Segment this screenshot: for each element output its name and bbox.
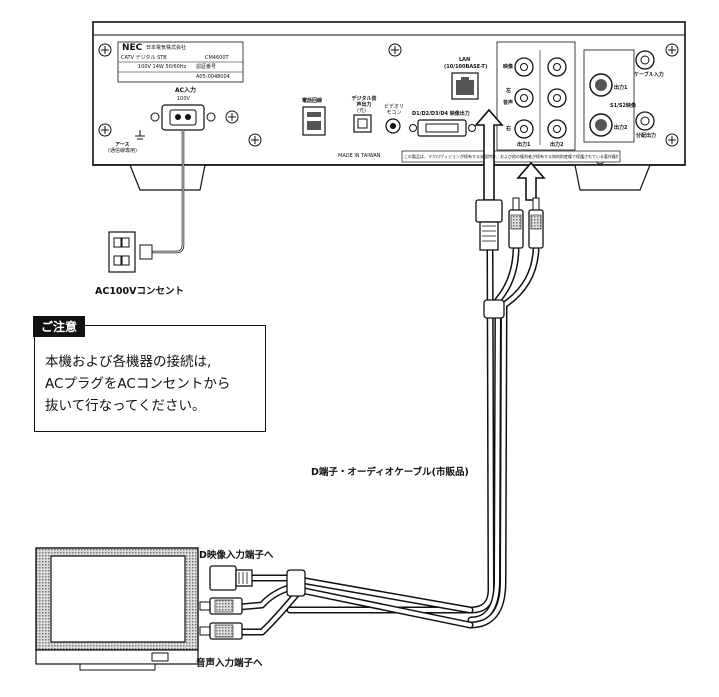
cable-clamp: [286, 569, 306, 597]
screw-icon: [388, 43, 402, 57]
lan-port: [451, 72, 479, 100]
maker-label: 日本電気株式会社: [146, 45, 187, 51]
ac-in-voltage: 100V: [177, 96, 190, 102]
caution-text: 本機および各機器の接続は, ACプラグをACコンセントから 抜いて行なってくださ…: [45, 351, 230, 417]
s-video-label: S1/S2映像: [610, 103, 636, 109]
model-label: CM4600T: [205, 55, 229, 61]
cable-label: D端子・オーディオケーブル(市販品): [311, 467, 469, 478]
rca-plug-left: [508, 197, 524, 249]
ac-inlet: [150, 104, 216, 131]
screw-icon: [665, 133, 679, 147]
phone-label: 電話回線: [302, 98, 323, 104]
d-input-label: D映像入力端子へ: [199, 550, 274, 561]
caution-title: ご注意: [33, 316, 86, 337]
av-output-jacks: [514, 50, 567, 145]
out2-label: 出力2: [550, 142, 564, 148]
screw-icon: [98, 43, 112, 57]
screw-icon: [248, 133, 262, 147]
brand-logo: NEC: [122, 43, 143, 53]
rca-plug-right: [199, 622, 243, 640]
wall-outlet: [108, 231, 136, 273]
d-terminal-label: D1/D2/D3/D4 映像出力: [412, 111, 470, 117]
power-cord: [139, 130, 185, 260]
insert-arrow: [516, 161, 546, 201]
caution-line: 本機および各機器の接続は,: [45, 354, 212, 370]
video-label: 映像: [503, 64, 514, 70]
rca-plug-right: [528, 197, 544, 249]
split-out-label: 分配出力: [636, 133, 657, 139]
screw-icon: [225, 110, 239, 124]
audio-label: 音声: [503, 100, 514, 106]
d-terminal-plug: [475, 199, 503, 251]
lan-label: LAN: [459, 57, 471, 63]
caution-box: ご注意 本機および各機器の接続は, ACプラグをACコンセントから 抜いて行なっ…: [33, 316, 266, 432]
s-video-jacks: [589, 73, 613, 137]
ground-icon: [135, 130, 145, 140]
stb-rear-panel: [92, 21, 686, 191]
product-label: CATV デジタル STB: [121, 55, 167, 61]
cert-number: A05-0048004: [196, 74, 230, 80]
cert-label: 認証番号: [196, 64, 217, 70]
screw-icon: [98, 123, 112, 137]
right-label: 右: [506, 126, 512, 132]
digital-audio-sub: (光): [357, 108, 366, 114]
tv-icon: [35, 547, 199, 671]
ac-in-label: AC入力: [175, 87, 197, 94]
digital-audio-label: デジタル音声出力: [351, 96, 377, 108]
notice-text: この製品は、マクロヴィジョンが保有する米国特許、および他の権利者が保有する知的財…: [404, 154, 618, 159]
audio-input-label: 音声入力端子へ: [196, 658, 263, 669]
caution-line: 抜いて行なってください。: [45, 398, 206, 414]
caution-line: ACプラグをACコンセントから: [45, 376, 231, 392]
optical-audio-jack: [353, 114, 372, 133]
d-terminal-plug: [209, 565, 253, 591]
s-out2-label: 出力2: [614, 125, 628, 131]
out1-label: 出力1: [517, 142, 531, 148]
power-spec-label: 100V 14W 50/60Hz: [138, 64, 187, 70]
insert-arrow: [474, 108, 504, 201]
made-in-label: MADE IN TAIWAN: [338, 153, 381, 159]
video-remote-label: ビデオリモコン: [383, 104, 404, 116]
d-terminal-port: [409, 119, 476, 137]
left-label: 左: [506, 88, 512, 94]
phone-jack: [302, 106, 326, 136]
rca-plug-left: [199, 597, 243, 615]
av-cable: [236, 246, 540, 636]
lan-sub: (10/100BASE-T): [444, 64, 488, 70]
screw-icon: [665, 43, 679, 57]
ground-sub: (通信線専用): [108, 148, 137, 154]
rf-connectors: [635, 50, 655, 131]
video-remote-jack: [385, 118, 401, 134]
ground-label: アース: [115, 142, 130, 148]
cable-clamp: [483, 299, 505, 319]
outlet-label: AC100Vコンセント: [95, 286, 185, 297]
s-out1-label: 出力1: [614, 85, 628, 91]
cable-in-label: ケーブル入力: [634, 72, 664, 78]
